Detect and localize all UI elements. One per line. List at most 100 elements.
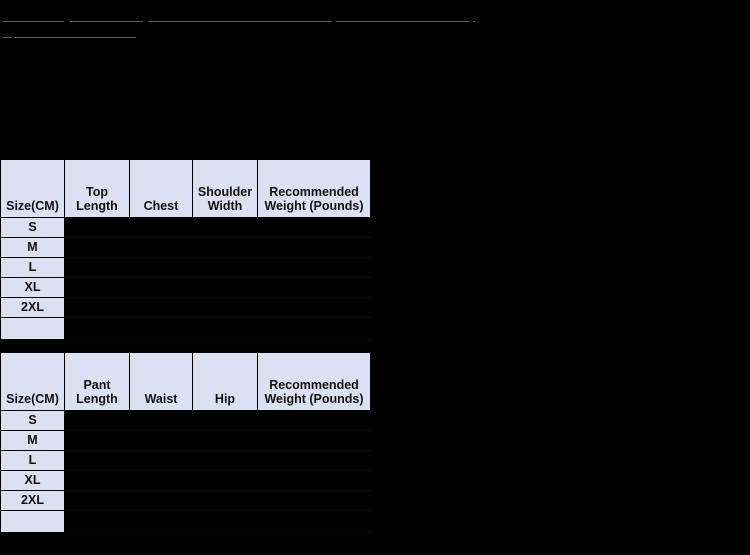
size-cell: L <box>0 257 65 278</box>
obscured-text-line <box>14 28 136 38</box>
data-cell <box>257 410 371 431</box>
data-cell <box>129 297 193 318</box>
column-header-top-length: Top Length <box>64 159 130 218</box>
data-cell <box>192 217 258 238</box>
obscured-text-line <box>2 12 64 22</box>
tops-size-table: Size(CM) Top Length Chest Shoulder Width… <box>0 159 371 340</box>
data-cell <box>129 450 193 471</box>
size-cell: M <box>0 430 65 451</box>
data-cell <box>192 450 258 471</box>
data-cell <box>257 470 371 491</box>
data-cell <box>192 317 258 340</box>
data-cell <box>192 257 258 278</box>
table-row: S <box>0 410 371 431</box>
data-cell <box>129 317 193 340</box>
column-header-waist: Waist <box>129 352 193 411</box>
data-cell <box>192 490 258 511</box>
text-underline-rule <box>2 37 12 38</box>
size-cell: 2XL <box>0 490 65 511</box>
data-cell <box>129 510 193 533</box>
data-cell <box>129 257 193 278</box>
size-cell: S <box>0 410 65 431</box>
table-header-row: Size(CM) Top Length Chest Shoulder Width… <box>0 159 371 218</box>
column-header-pant-length: Pant Length <box>64 352 130 411</box>
table-row: 2XL <box>0 490 371 511</box>
data-cell <box>64 490 130 511</box>
data-cell <box>192 430 258 451</box>
data-cell <box>64 237 130 258</box>
data-cell <box>64 410 130 431</box>
table-row: M <box>0 430 371 451</box>
column-header-hip: Hip <box>192 352 258 411</box>
column-header-recommended-weight: Recommended Weight (Pounds) <box>257 352 371 411</box>
column-header-size: Size(CM) <box>0 352 65 411</box>
table-row: L <box>0 450 371 471</box>
data-cell <box>257 450 371 471</box>
column-header-size: Size(CM) <box>0 159 65 218</box>
size-cell <box>0 510 65 533</box>
data-cell <box>257 510 371 533</box>
size-cell: XL <box>0 277 65 298</box>
data-cell <box>64 470 130 491</box>
table-row: XL <box>0 277 371 298</box>
column-header-chest: Chest <box>129 159 193 218</box>
text-underline-rule <box>14 37 136 38</box>
data-cell <box>129 410 193 431</box>
size-cell: 2XL <box>0 297 65 318</box>
table-row: S <box>0 217 371 238</box>
data-cell <box>192 297 258 318</box>
data-cell <box>257 237 371 258</box>
table-row <box>0 510 371 533</box>
obscured-text-line <box>336 12 470 22</box>
data-cell <box>192 277 258 298</box>
data-cell <box>129 277 193 298</box>
size-cell: XL <box>0 470 65 491</box>
data-cell <box>129 237 193 258</box>
text-underline-rule <box>336 21 470 22</box>
pants-size-table: Size(CM) Pant Length Waist Hip Recommend… <box>0 352 371 533</box>
data-cell <box>257 490 371 511</box>
data-cell <box>129 490 193 511</box>
data-cell <box>257 257 371 278</box>
data-cell <box>129 217 193 238</box>
data-cell <box>257 430 371 451</box>
data-cell <box>64 217 130 238</box>
size-cell: M <box>0 237 65 258</box>
size-cell: L <box>0 450 65 471</box>
text-underline-rule <box>70 21 143 22</box>
size-cell: S <box>0 217 65 238</box>
data-cell <box>64 450 130 471</box>
data-cell <box>129 470 193 491</box>
data-cell <box>257 317 371 340</box>
obscured-text-line <box>70 12 143 22</box>
column-header-shoulder-width: Shoulder Width <box>192 159 258 218</box>
data-cell <box>64 317 130 340</box>
data-cell <box>192 510 258 533</box>
data-cell <box>64 257 130 278</box>
size-cell <box>0 317 65 340</box>
text-underline-rule <box>2 21 64 22</box>
obscured-text-dot <box>473 12 475 22</box>
data-cell <box>129 430 193 451</box>
text-underline-rule <box>148 21 332 22</box>
table-row <box>0 317 371 340</box>
obscured-text-line <box>2 28 12 38</box>
table-row: XL <box>0 470 371 491</box>
data-cell <box>192 237 258 258</box>
data-cell <box>257 297 371 318</box>
data-cell <box>64 430 130 451</box>
text-underline-dot <box>473 21 475 22</box>
obscured-text-line <box>148 12 332 22</box>
table-header-row: Size(CM) Pant Length Waist Hip Recommend… <box>0 352 371 411</box>
data-cell <box>257 277 371 298</box>
column-header-recommended-weight: Recommended Weight (Pounds) <box>257 159 371 218</box>
data-cell <box>192 470 258 491</box>
table-row: L <box>0 257 371 278</box>
data-cell <box>257 217 371 238</box>
data-cell <box>64 277 130 298</box>
data-cell <box>64 510 130 533</box>
table-row: 2XL <box>0 297 371 318</box>
data-cell <box>192 410 258 431</box>
data-cell <box>64 297 130 318</box>
table-row: M <box>0 237 371 258</box>
